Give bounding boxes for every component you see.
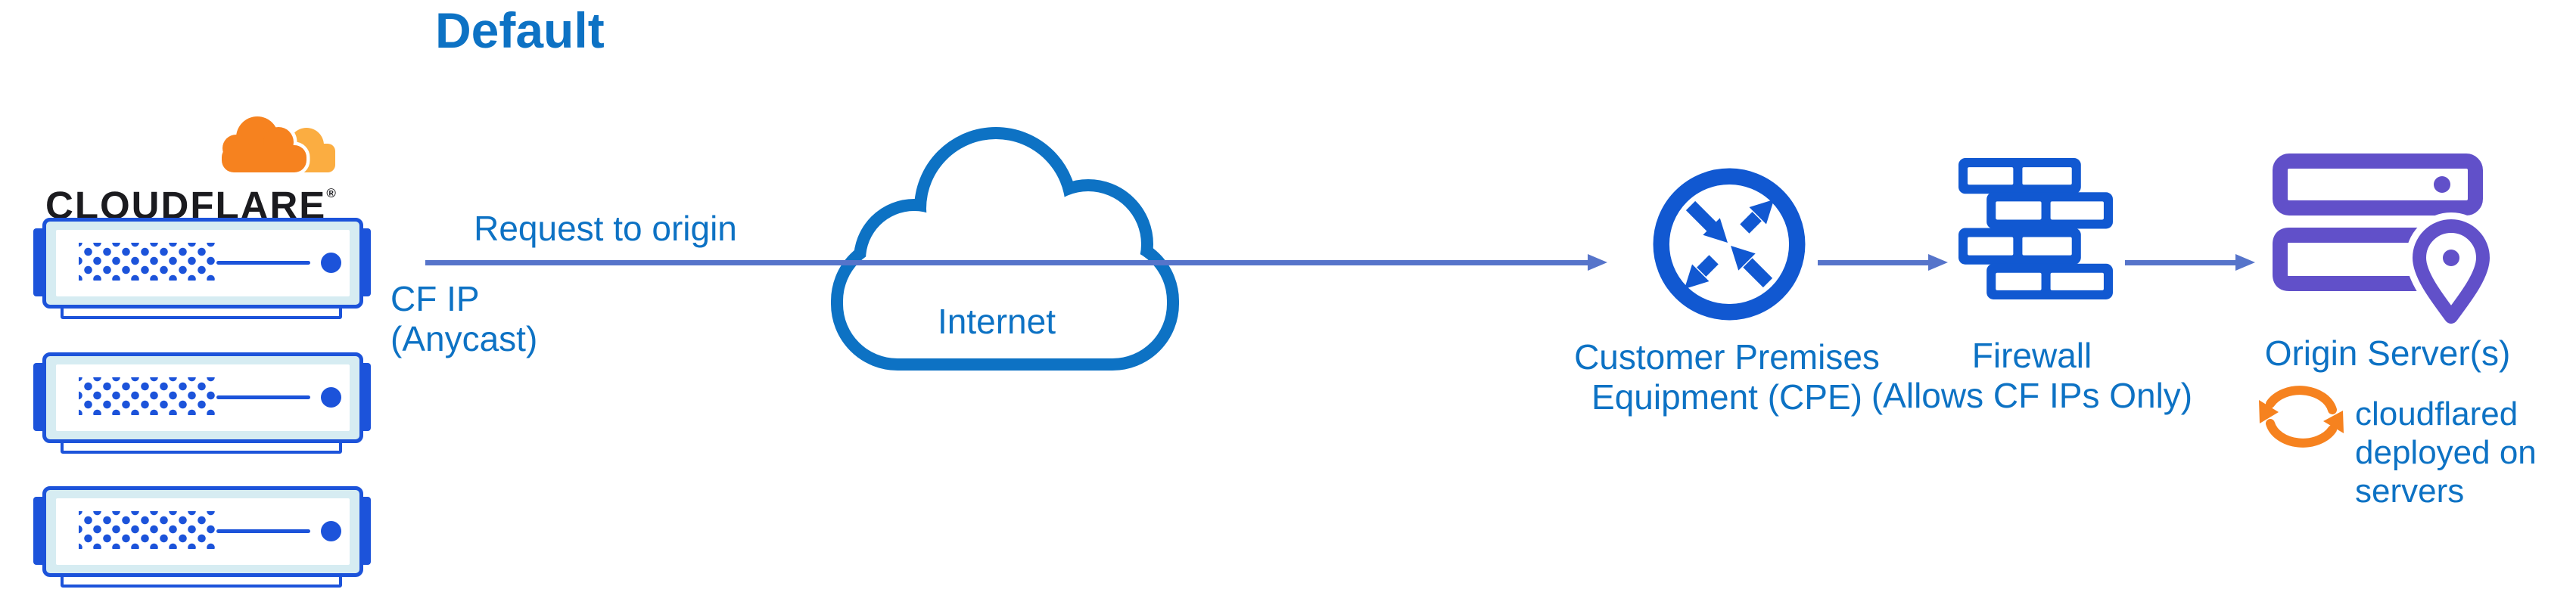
cf-ip-line1: CF IP bbox=[390, 279, 480, 318]
origin-servers-label: Origin Server(s) bbox=[2264, 333, 2511, 373]
diagram-title: Default bbox=[435, 2, 605, 58]
server-faceplate bbox=[56, 230, 350, 296]
origin-servers-icon bbox=[2273, 154, 2495, 329]
server-slot-line bbox=[216, 395, 310, 399]
server-rack-icon bbox=[33, 352, 372, 458]
firewall-label: Firewall (Allows CF IPs Only) bbox=[1843, 336, 2221, 416]
cf-ip-anycast-label: CF IP (Anycast) bbox=[390, 279, 537, 359]
cloudflared-note: cloudflared deployed on servers bbox=[2355, 395, 2537, 510]
firewall-label-line1: Firewall bbox=[1971, 336, 2092, 375]
arrow-firewall-to-origin-line bbox=[2125, 260, 2237, 265]
server-power-led bbox=[321, 387, 341, 408]
arrow-cpe-to-firewall-line bbox=[1818, 260, 1930, 265]
cloudflare-cloud-icon bbox=[218, 113, 335, 176]
server-rack-icon bbox=[33, 486, 372, 592]
server-slot-line bbox=[216, 529, 310, 533]
arrow-cf-to-cpe-line bbox=[425, 260, 1589, 265]
registered-mark: ® bbox=[326, 186, 336, 200]
cpe-label-line1: Customer Premises bbox=[1574, 337, 1880, 377]
cpe-label: Customer Premises Equipment (CPE) bbox=[1538, 337, 1916, 417]
server-body bbox=[42, 218, 363, 309]
firewall-brick-icon bbox=[1958, 158, 2113, 299]
server-vent-dots bbox=[79, 243, 215, 281]
server-power-led bbox=[321, 521, 341, 541]
firewall-label-line2: (Allows CF IPs Only) bbox=[1871, 376, 2193, 415]
arrow-right-icon bbox=[2235, 254, 2255, 271]
server-slot-line bbox=[216, 261, 310, 265]
arrow-right-icon bbox=[1588, 254, 1607, 271]
server-rack-icon bbox=[33, 218, 372, 324]
server-body bbox=[42, 486, 363, 577]
cloudflare-logo: CLOUDFLARE® bbox=[45, 106, 363, 231]
internet-cloud-icon bbox=[831, 127, 1179, 371]
server-vent-dots bbox=[79, 511, 215, 549]
cpe-router-icon bbox=[1653, 168, 1806, 321]
server-vent-dots bbox=[79, 377, 215, 415]
server-faceplate bbox=[56, 364, 350, 431]
internet-label: Internet bbox=[938, 302, 1056, 341]
arrow-right-icon bbox=[1928, 254, 1948, 271]
cf-ip-line2: (Anycast) bbox=[390, 319, 538, 358]
server-faceplate bbox=[56, 498, 350, 565]
request-to-origin-label: Request to origin bbox=[474, 209, 737, 248]
server-body bbox=[42, 352, 363, 443]
cpe-label-line2: Equipment (CPE) bbox=[1591, 377, 1862, 417]
location-pin-icon bbox=[2406, 212, 2495, 329]
sync-arrows-icon bbox=[2259, 386, 2344, 448]
server-power-led bbox=[321, 253, 341, 273]
